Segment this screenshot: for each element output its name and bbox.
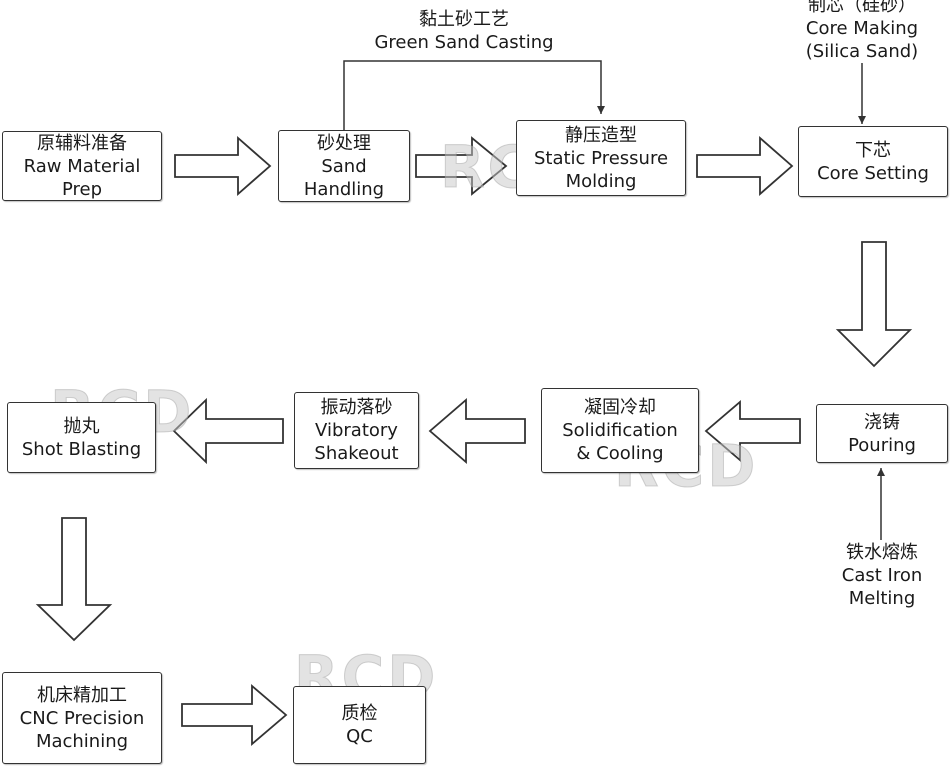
step-en-label: Shakeout (314, 443, 399, 464)
step-zh-label: 静压造型 (565, 124, 637, 146)
step-solidification-cooling: 凝固冷却 Solidification & Cooling (541, 388, 699, 473)
step-en-label: Sand (321, 155, 367, 177)
step-en-label: QC (346, 726, 373, 747)
step-en-label: Prep (61, 178, 103, 200)
step-pouring: 浇铸 Pouring (816, 404, 948, 463)
step-en-label: Vibratory (315, 420, 398, 441)
label-zh: 制芯（硅砂） (808, 0, 916, 16)
step-en-label: Handling (303, 178, 385, 200)
green-sand-connector (343, 60, 605, 130)
step-en-label: Machining (35, 730, 129, 752)
step-sand-handling: 砂处理 Sand Handling (278, 130, 410, 202)
step-qc: 质检 QC (293, 686, 426, 764)
step-cnc-precision-machining: 机床精加工 CNC Precision Machining (2, 672, 162, 764)
step-shot-blasting: 抛丸 Shot Blasting (7, 402, 156, 473)
arrow-core-to-pouring (835, 241, 913, 368)
label-en: Core Making (805, 18, 919, 39)
step-zh-label: 振动落砂 (320, 397, 393, 418)
arrow-vibratory-to-shot (172, 397, 284, 465)
label-zh: 黏土砂工艺 (419, 9, 509, 30)
step-en-label: Shot Blasting (21, 438, 142, 460)
step-en-label: Solidification (562, 420, 678, 441)
label-zh: 铁水熔炼 (846, 542, 918, 563)
step-en-label: CNC Precision (19, 707, 145, 729)
step-en-label: Molding (565, 170, 637, 192)
core-making-label: 制芯（硅砂） Core Making (Silica Sand) (787, 0, 937, 63)
step-zh-label: 抛丸 (63, 415, 100, 437)
step-zh-label: 质检 (341, 703, 378, 724)
label-en: Green Sand Casting (374, 32, 554, 53)
step-zh-label: 原辅料准备 (37, 132, 127, 154)
arrow-solidification-to-vibratory (428, 398, 526, 464)
step-zh-label: 砂处理 (317, 132, 371, 154)
step-en-label: & Cooling (576, 443, 664, 464)
step-core-setting: 下芯 Core Setting (798, 126, 948, 197)
step-zh-label: 浇铸 (864, 411, 900, 433)
step-en-label: Static Pressure (533, 147, 669, 169)
label-en: Cast Iron (841, 565, 923, 586)
cast-iron-melting-label: 铁水熔炼 Cast Iron Melting (818, 541, 946, 610)
label-en: (Silica Sand) (805, 41, 919, 62)
arrow-shot-to-cnc (35, 517, 113, 642)
arrow-sand-to-molding (415, 136, 508, 196)
step-static-pressure-molding: 静压造型 Static Pressure Molding (516, 120, 686, 196)
arrow-cnc-to-qc (181, 684, 288, 746)
step-zh-label: 凝固冷却 (584, 397, 656, 418)
step-vibratory-shakeout: 振动落砂 Vibratory Shakeout (294, 392, 419, 469)
arrow-molding-to-core (696, 136, 794, 196)
arrow-raw-to-sand (174, 136, 272, 196)
label-en: Melting (848, 588, 916, 609)
step-raw-material-prep: 原辅料准备 Raw Material Prep (2, 131, 162, 201)
step-zh-label: 机床精加工 (37, 684, 127, 706)
arrow-pouring-to-solidification (704, 400, 801, 462)
step-en-label: Raw Material (23, 155, 141, 177)
step-zh-label: 下芯 (855, 139, 891, 161)
green-sand-casting-label: 黏土砂工艺 Green Sand Casting (344, 8, 584, 54)
step-en-label: Pouring (848, 434, 916, 456)
step-en-label: Core Setting (817, 162, 929, 184)
